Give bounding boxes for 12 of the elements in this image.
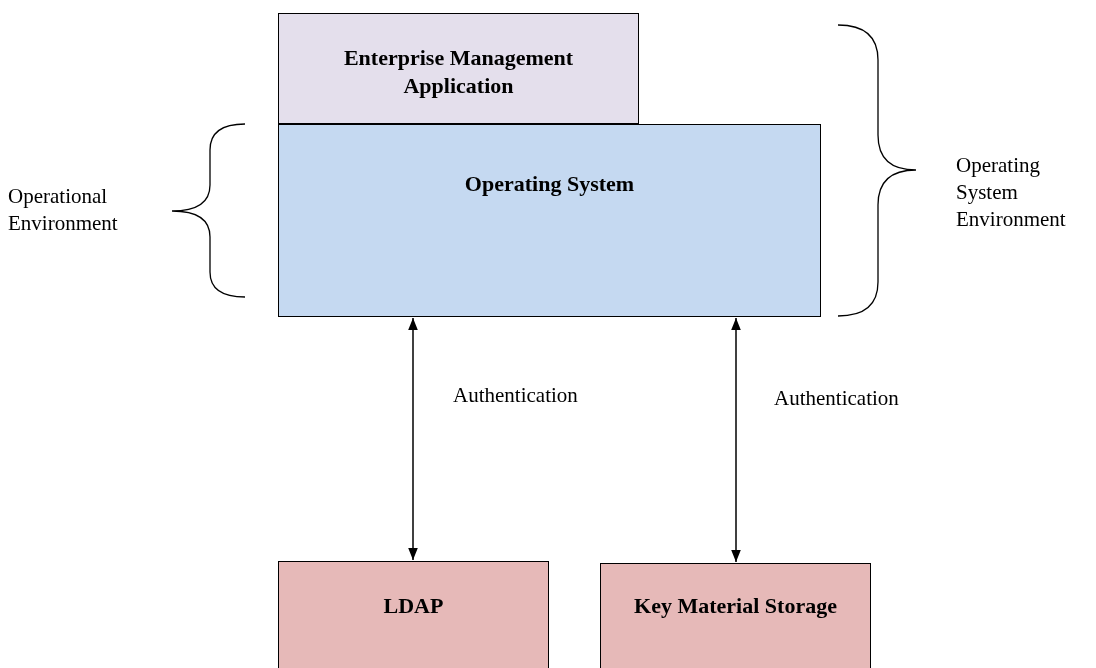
brace-label: Operational Environment [8,183,119,237]
brace-label: Operating System Environment [956,152,1067,233]
box-title: LDAP [383,592,444,620]
box-title: Enterprise Management Application [342,44,575,100]
double-arrow [731,317,741,563]
double-arrow [408,317,418,561]
box-title: Operating System [464,170,635,198]
storage-box [600,563,871,668]
system-box [278,124,821,317]
server-box [278,561,549,668]
application-box [278,13,639,124]
box-title: Key Material Storage [634,592,837,620]
